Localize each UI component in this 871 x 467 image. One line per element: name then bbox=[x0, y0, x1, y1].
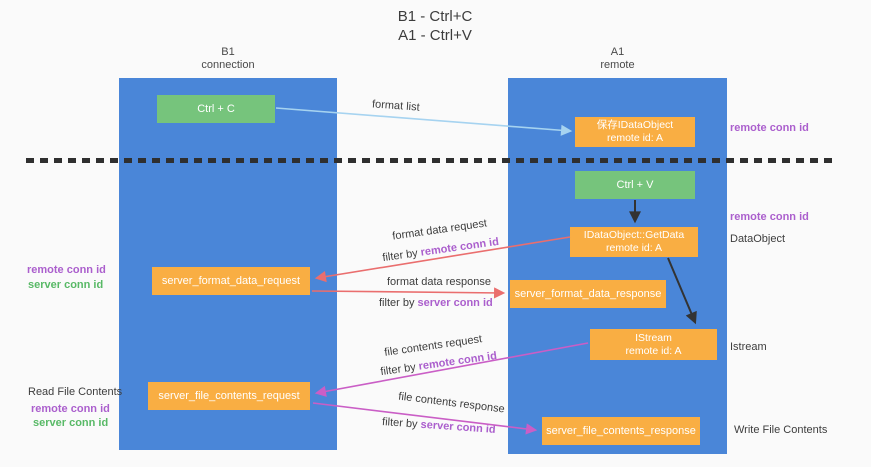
filter-by-prefix: filter by bbox=[379, 297, 415, 309]
remote-conn-id-inline: remote conn id bbox=[417, 349, 498, 373]
b1-subtitle: connection bbox=[201, 59, 255, 71]
filter-by-server-conn-id-1: filter by server conn id bbox=[379, 297, 493, 309]
idataobject-getdata-box: IDataObject::GetData remote id: A bbox=[570, 227, 698, 257]
column-header-a1: A1 remote bbox=[508, 46, 727, 72]
title-line-2: A1 - Ctrl+V bbox=[398, 27, 472, 44]
remote-conn-id-label-mid: remote conn id bbox=[730, 211, 809, 223]
remote-conn-id-label-top: remote conn id bbox=[730, 122, 809, 134]
remote-conn-id-left-2: remote conn id bbox=[31, 403, 110, 415]
filter-by-prefix: filter by bbox=[381, 247, 419, 265]
istream-line2: remote id: A bbox=[625, 344, 682, 357]
istream-box: IStream remote id: A bbox=[590, 329, 717, 360]
b1-title: B1 bbox=[221, 46, 235, 58]
save-idataobject-line1: 保存IDataObject bbox=[596, 119, 674, 131]
column-header-b1: B1 connection bbox=[119, 46, 337, 72]
format-list-label: format list bbox=[371, 98, 421, 114]
server-file-contents-request-label: server_file_contents_request bbox=[158, 390, 300, 402]
remote-conn-id-left-1: remote conn id bbox=[27, 264, 106, 276]
server-conn-id-inline: server conn id bbox=[420, 418, 497, 436]
server-conn-id-inline: server conn id bbox=[417, 297, 493, 309]
dataobject-label: DataObject bbox=[730, 233, 786, 245]
filter-by-server-conn-id-2: filter by server conn id bbox=[382, 416, 496, 436]
format-data-response-label: format data response bbox=[387, 276, 491, 288]
write-file-contents-label: Write File Contents bbox=[734, 424, 828, 436]
ctrl-c-label: Ctrl + C bbox=[197, 103, 235, 115]
server-file-contents-response-box: server_file_contents_response bbox=[542, 417, 700, 445]
format-data-response-arrow bbox=[311, 287, 506, 299]
filter-by-prefix: filter by bbox=[379, 361, 417, 379]
remote-conn-id-inline: remote conn id bbox=[419, 235, 500, 259]
save-idataobject-box: 保存IDataObject remote id: A bbox=[575, 117, 695, 147]
server-conn-id-left-2: server conn id bbox=[33, 417, 109, 429]
a1-title: A1 bbox=[610, 46, 625, 58]
server-format-data-response-box: server_format_data_response bbox=[510, 280, 666, 308]
server-conn-id-left-1: server conn id bbox=[28, 279, 104, 291]
server-file-contents-response-label: server_file_contents_response bbox=[546, 425, 696, 437]
server-format-data-request-box: server_format_data_request bbox=[152, 267, 310, 295]
a1-subtitle: remote bbox=[600, 59, 635, 71]
istream-side-label: Istream bbox=[730, 341, 767, 353]
filter-by-prefix: filter by bbox=[381, 416, 418, 431]
server-format-data-request-label: server_format_data_request bbox=[161, 275, 301, 287]
server-file-contents-request-box: server_file_contents_request bbox=[148, 382, 310, 410]
title-line-1: B1 - Ctrl+C bbox=[397, 8, 473, 25]
file-contents-response-label: file contents response bbox=[397, 390, 506, 416]
getdata-line2: remote id: A bbox=[605, 242, 663, 254]
ctrl-v-box: Ctrl + V bbox=[575, 171, 695, 199]
istream-line1: IStream bbox=[635, 331, 672, 344]
server-format-data-response-label: server_format_data_response bbox=[514, 288, 662, 300]
save-idataobject-line2: remote id: A bbox=[606, 132, 664, 144]
getdata-line1: IDataObject::GetData bbox=[583, 229, 685, 241]
ctrl-v-label: Ctrl + V bbox=[616, 179, 654, 191]
trust-boundary-dashed-line bbox=[26, 158, 838, 163]
ctrl-c-box: Ctrl + C bbox=[157, 95, 275, 123]
diagram-title: B1 - Ctrl+C A1 - Ctrl+V bbox=[285, 7, 585, 45]
read-file-contents-label: Read File Contents bbox=[28, 386, 123, 398]
